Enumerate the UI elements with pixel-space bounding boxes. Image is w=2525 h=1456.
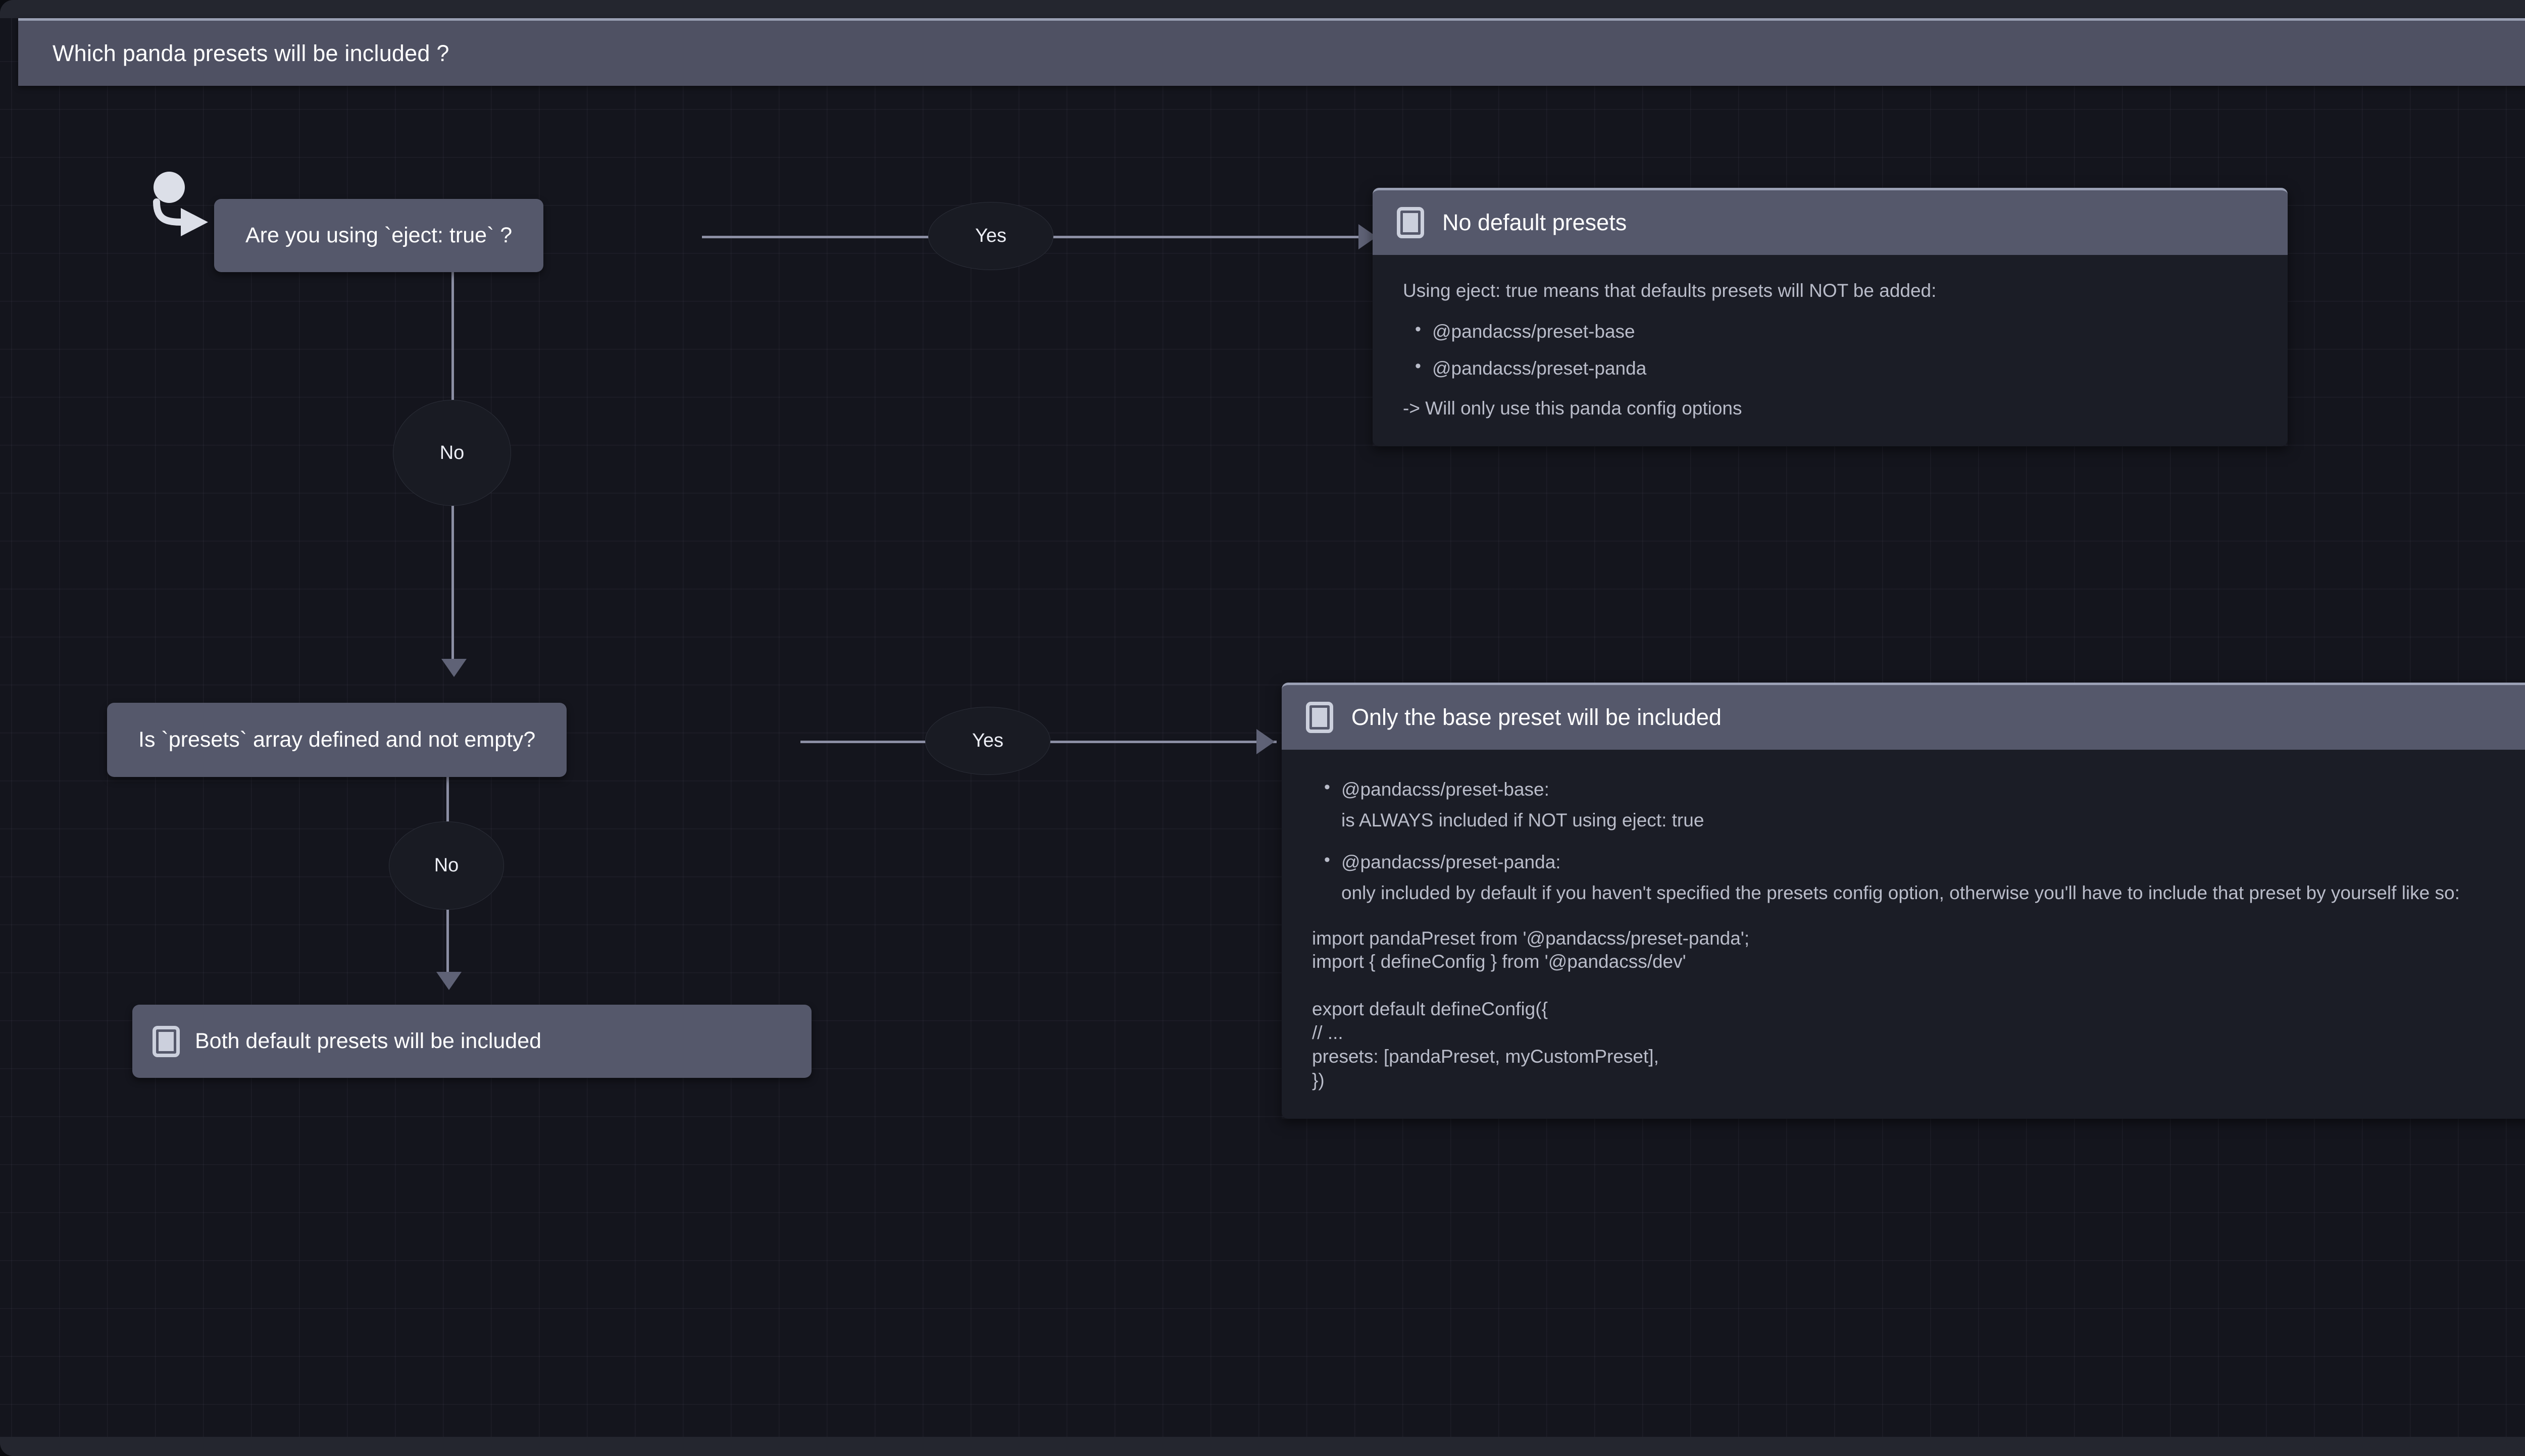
note-panel-no-default-presets-header: No default presets xyxy=(1373,188,2288,255)
edge-d1-yes-right xyxy=(1053,236,1364,238)
note-panel-no-default-presets-title: No default presets xyxy=(1442,210,1627,235)
panel-outro-text: -> Will only use this panda config optio… xyxy=(1403,398,1742,419)
note-icon xyxy=(153,1025,180,1057)
decision-node-eject-label: Are you using `eject: true` ? xyxy=(245,223,513,247)
note-icon xyxy=(1306,702,1333,733)
edge-d2-yes-right xyxy=(1049,741,1277,743)
note-panel-no-default-presets[interactable]: No default presets Using eject: true mea… xyxy=(1373,188,2288,446)
edge-d2-yes-left xyxy=(800,741,927,743)
canvas-bottom-strip xyxy=(0,1437,2525,1456)
edge-d2-no-top xyxy=(446,771,449,821)
note-panel-only-base-preset-header: Only the base preset will be included xyxy=(1282,683,2525,750)
note-icon xyxy=(1397,207,1424,238)
list-item: @pandacss/preset-base xyxy=(1415,319,2257,343)
edge-d2-no-bottom xyxy=(446,909,449,977)
start-circle-icon xyxy=(154,172,185,203)
decision-node-presets-array[interactable]: Is `presets` array defined and not empty… xyxy=(107,703,567,777)
edge-d1-no-top xyxy=(451,266,454,400)
note-panel-no-default-presets-body: Using eject: true means that defaults pr… xyxy=(1373,255,2288,446)
leaf-node-both-default-presets[interactable]: Both default presets will be included xyxy=(132,1005,812,1078)
edge-d1-no-bottom xyxy=(451,505,454,666)
panel-bullet-list: @pandacss/preset-base: is ALWAYS include… xyxy=(1312,777,2525,905)
list-item-detail: only included by default if you haven't … xyxy=(1341,882,2460,904)
curved-arrow-icon xyxy=(153,198,208,236)
list-item: @pandacss/preset-base: is ALWAYS include… xyxy=(1324,777,2525,831)
code-snippet: import pandaPreset from '@pandacss/prese… xyxy=(1312,927,1750,1091)
note-panel-only-base-preset-title: Only the base preset will be included xyxy=(1351,704,1722,730)
list-item: @pandacss/preset-panda: only included by… xyxy=(1324,850,2525,904)
list-item-term: @pandacss/preset-panda: xyxy=(1341,852,1561,873)
arrowhead-d1-no xyxy=(441,659,467,677)
list-item: @pandacss/preset-panda xyxy=(1415,356,2257,380)
leaf-node-both-default-presets-label: Both default presets will be included xyxy=(195,1029,542,1053)
decision-node-presets-array-label: Is `presets` array defined and not empty… xyxy=(138,727,536,752)
page-title: Which panda presets will be included ? xyxy=(18,18,2525,86)
edge-label-no-presets[interactable]: No xyxy=(389,821,504,910)
arrowhead-d2-no xyxy=(436,972,462,990)
note-panel-only-base-preset-body: @pandacss/preset-base: is ALWAYS include… xyxy=(1282,750,2525,1119)
edge-label-yes-eject-text: Yes xyxy=(975,225,1006,246)
note-panel-only-base-preset[interactable]: Only the base preset will be included @p… xyxy=(1282,683,2525,1119)
edge-label-yes-eject[interactable]: Yes xyxy=(928,202,1053,270)
start-marker xyxy=(152,172,217,237)
edge-label-no-eject-text: No xyxy=(439,442,465,463)
panel-intro-text: Using eject: true means that defaults pr… xyxy=(1403,280,1937,301)
edge-label-yes-presets-text: Yes xyxy=(972,730,1003,751)
arrowhead-d2-yes xyxy=(1256,729,1275,754)
decision-node-eject[interactable]: Are you using `eject: true` ? xyxy=(214,199,544,272)
edge-d1-yes-left xyxy=(702,236,929,238)
canvas-top-strip xyxy=(0,0,2525,18)
edge-label-yes-presets[interactable]: Yes xyxy=(925,707,1050,775)
panel-bullet-list: @pandacss/preset-base @pandacss/preset-p… xyxy=(1403,319,2257,380)
edge-label-no-presets-text: No xyxy=(434,855,459,876)
page-title-text: Which panda presets will be included ? xyxy=(53,40,449,66)
list-item-term: @pandacss/preset-base: xyxy=(1341,779,1549,800)
list-item-detail: is ALWAYS included if NOT using eject: t… xyxy=(1341,810,1704,831)
edge-label-no-eject[interactable]: No xyxy=(393,400,511,506)
